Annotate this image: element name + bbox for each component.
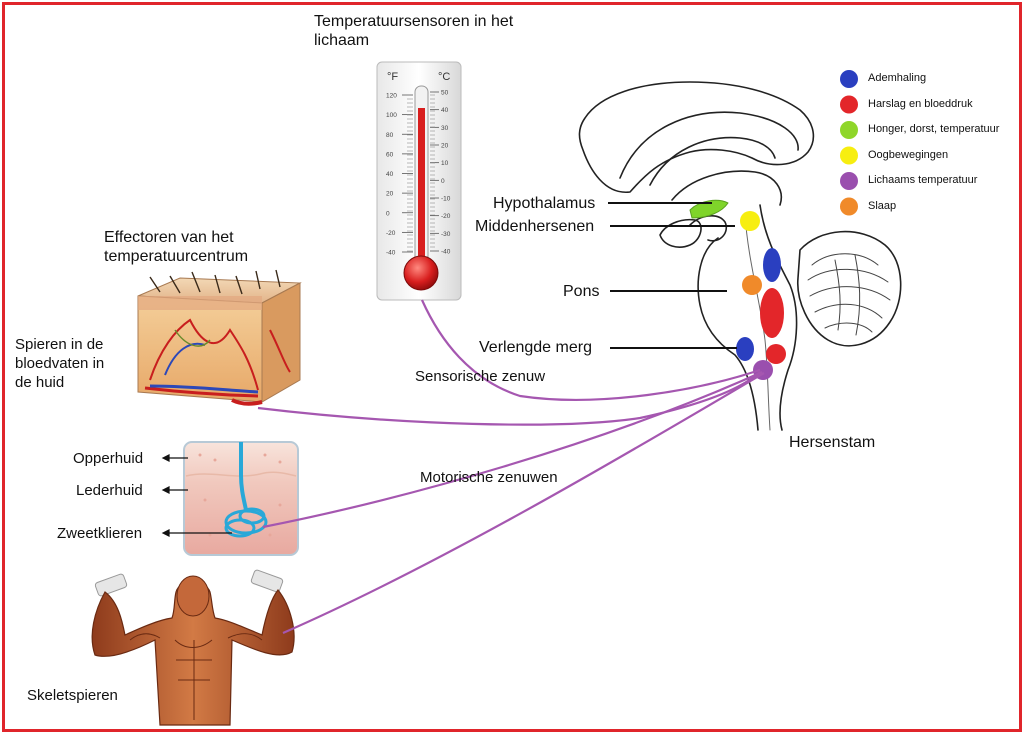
skin-cross-section (137, 269, 302, 406)
fahrenheit-tick-label: 40 (386, 171, 394, 178)
brain-pointer-lines (608, 202, 737, 349)
fahrenheit-tick-label: 120 (386, 93, 397, 100)
epidermis-label: Opperhuid (73, 450, 144, 467)
left-wrist-band (94, 573, 128, 597)
heart-rate-nucleus (760, 288, 784, 338)
skin-side-face (261, 282, 301, 403)
thermometer-bulb (403, 255, 439, 291)
fahrenheit-tick-label: 0 (386, 210, 390, 217)
right-wrist-band (250, 569, 284, 593)
sweat-glands-label: Zweetklieren (57, 525, 143, 542)
mammillary (689, 215, 727, 242)
fahrenheit-tick-label: -20 (386, 230, 396, 237)
hypothalamus-label: Hypothalamus (493, 195, 596, 212)
nerve-lines (257, 299, 765, 635)
cerebrum-outline (578, 81, 815, 193)
fahrenheit-scale: °F 120 100 80 60 40 20 0 -20 -40 (386, 71, 413, 257)
skin-hairs (149, 269, 281, 295)
legend-swatch (840, 197, 858, 216)
celsius-tick-label: 30 (441, 125, 449, 132)
motor-nerve-skin (257, 371, 761, 426)
skin-vessels-label: Spieren in de bloedvaten in de huid (15, 336, 105, 391)
skeletal-muscles-label: Skeletspieren (27, 687, 118, 704)
sweat-duct (239, 442, 248, 511)
sensors-title: Temperatuursensoren in het lichaam (314, 13, 514, 49)
fahrenheit-unit: °F (387, 71, 398, 83)
sleep-nucleus (742, 275, 762, 295)
legend-label: Ademhaling (868, 72, 927, 84)
legend-swatch (840, 172, 858, 190)
legend-swatches (840, 70, 858, 216)
legend-label: Lichaams temperatuur (868, 174, 978, 186)
fahrenheit-tick-label: 100 (386, 112, 397, 119)
brainstem-posterior (759, 204, 798, 431)
muscle-body (91, 580, 295, 726)
legend-label: Slaap (868, 199, 897, 212)
cerebral-aqueduct (744, 214, 771, 431)
celsius-tick-label: 40 (441, 107, 449, 114)
fahrenheit-tick-label: 80 (386, 132, 394, 139)
fahrenheit-tick-label: -40 (386, 250, 396, 257)
dermis-label: Lederhuid (76, 482, 143, 499)
brainstem-anterior (697, 237, 759, 431)
sensory-nerve (420, 299, 761, 401)
celsius-unit: °C (438, 71, 450, 83)
midbrain-label: Middenhersenen (475, 218, 595, 235)
legend-swatch (840, 95, 858, 114)
brain-nuclei (736, 211, 786, 380)
pons-label: Pons (563, 283, 600, 300)
skin-blood-vessels (144, 318, 291, 398)
sensory-nerve-label: Sensorische zenuw (415, 368, 546, 385)
legend-swatch (840, 146, 858, 165)
muscle-figure (91, 569, 295, 726)
celsius-tick-label: 10 (441, 160, 449, 167)
celsius-tick-label: -20 (441, 213, 451, 220)
legend-label: Oogbewegingen (868, 148, 949, 161)
respiration-nucleus-pons (763, 248, 781, 282)
motor-nerve-sweat (262, 370, 763, 529)
cerebellum-folia (807, 253, 891, 336)
celsius-tick-label: -30 (441, 231, 451, 238)
sweat-gland-coil (224, 507, 268, 538)
brainstem-label: Hersenstam (789, 434, 876, 451)
celsius-tick-label: 20 (441, 143, 449, 150)
legend-swatch (840, 70, 858, 88)
brain-section (578, 81, 902, 431)
blood-pressure-nucleus (766, 344, 786, 364)
cerebellum-outline (797, 230, 902, 347)
skin-epidermis-layer (138, 296, 262, 310)
motor-nerves-label: Motorische zenuwen (420, 469, 558, 486)
legend-label: Harslag en bloeddruk (868, 97, 973, 110)
muscle-striations (129, 633, 263, 720)
corpus-callosum (619, 111, 799, 179)
sweat-gland-panel (183, 441, 299, 556)
fornix (649, 136, 776, 186)
medulla-label: Verlengde merg (479, 339, 592, 356)
celsius-tick-label: 50 (441, 90, 449, 97)
celsius-tick-label: 0 (441, 178, 445, 185)
legend-label: Honger, dorst, temperatuur (868, 123, 1000, 135)
respiration-nucleus-medulla (736, 337, 754, 361)
effectors-title: Effectoren van het temperatuurcentrum (104, 229, 249, 265)
dermis-dots (198, 453, 282, 537)
pituitary (659, 218, 702, 248)
celsius-scale: °C 50 40 30 20 10 0 -10 -20 -30 -40 (430, 71, 451, 256)
thalamus (671, 170, 782, 206)
skin-layer-arrows (161, 454, 232, 537)
eye-movement-nucleus (740, 211, 760, 231)
muscle-head (176, 575, 210, 617)
celsius-tick-label: -40 (441, 249, 451, 256)
fahrenheit-tick-label: 20 (386, 191, 394, 198)
legend-swatch (840, 121, 858, 139)
epidermis-boundary (185, 471, 297, 477)
thermometer-mercury (418, 108, 425, 266)
celsius-tick-label: -10 (441, 196, 451, 203)
vessel-end (231, 398, 263, 406)
motor-nerve-skeletal (282, 372, 765, 635)
fahrenheit-tick-label: 60 (386, 151, 394, 158)
